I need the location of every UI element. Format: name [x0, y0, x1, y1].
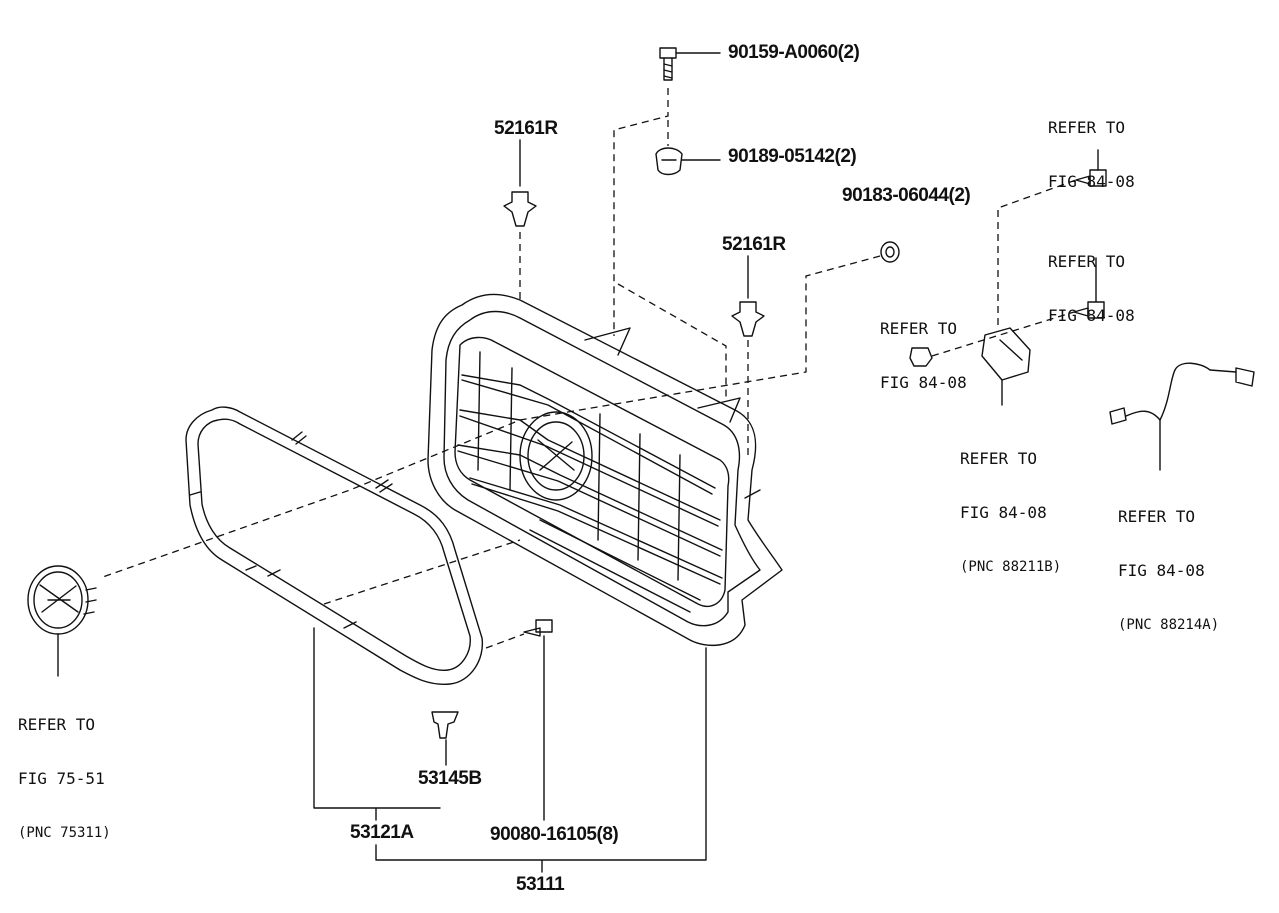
screw-90080	[523, 619, 553, 637]
sensor-bolt-upper	[1075, 149, 1107, 187]
ref-line: REFER TO	[880, 319, 958, 338]
clip-53145b	[431, 711, 459, 739]
part-label-52161r-upper[interactable]: 52161R	[490, 114, 558, 139]
ref-line: FIG 84-08	[880, 373, 967, 392]
ref-line: REFER TO	[1118, 507, 1196, 526]
grommet-90183	[880, 241, 900, 263]
ref-line: REFER TO	[1048, 252, 1126, 271]
wire-harness	[1109, 362, 1255, 471]
part-label-90159[interactable]: 90159-A0060(2)	[723, 38, 860, 63]
dash-nut-to-grille	[617, 283, 727, 400]
part-label-52161r-right[interactable]: 52161R	[718, 230, 786, 255]
part-label-53121a[interactable]: 53121A	[346, 818, 414, 843]
leader-53121a	[313, 627, 441, 821]
ref-line: REFER TO	[1048, 118, 1126, 137]
ref-note-sensor-nut[interactable]: REFER TO FIG 84-08	[880, 284, 967, 428]
ref-line: FIG 75-51	[18, 769, 105, 788]
ref-note-sensor-bolt-upper[interactable]: REFER TO FIG 84-08	[1048, 83, 1135, 227]
grille-frame	[185, 406, 484, 686]
part-label-90183[interactable]: 90183-06044(2)	[837, 181, 971, 206]
ref-line: FIG 84-08	[960, 503, 1047, 522]
dash-sensor-bolt-lower	[931, 311, 1075, 357]
dash-grommet-line	[99, 255, 881, 579]
dash-sensor-bolt-upper	[997, 179, 1077, 325]
leader-53111	[375, 647, 707, 873]
ref-line: FIG 84-08	[1118, 561, 1205, 580]
part-label-90080[interactable]: 90080-16105(8)	[485, 820, 619, 845]
clip-52161r-upper	[503, 191, 537, 227]
ref-note-sensor-bolt-lower[interactable]: REFER TO FIG 84-08	[1048, 217, 1135, 361]
part-label-53111[interactable]: 53111	[511, 870, 565, 895]
nut-90189	[655, 147, 683, 176]
sensor-nut	[909, 347, 933, 367]
dash-frame-to-grille	[323, 539, 521, 605]
ref-pnc: (PNC 88214A)	[1118, 617, 1220, 633]
radar-sensor	[981, 327, 1031, 406]
ref-note-harness[interactable]: REFER TO FIG 84-08 (PNC 88214A)	[1118, 472, 1219, 670]
ref-note-emblem[interactable]: REFER TO FIG 75-51 (PNC 75311)	[18, 680, 111, 878]
sensor-bolt-lower	[1073, 257, 1105, 319]
dash-bolt-to-grille	[613, 88, 669, 336]
clip-52161r-right	[731, 301, 765, 337]
part-label-53145b[interactable]: 53145B	[414, 764, 482, 789]
emblem	[27, 565, 97, 677]
radiator-grille	[427, 293, 783, 646]
ref-line: REFER TO	[18, 715, 96, 734]
ref-line: FIG 84-08	[1048, 306, 1135, 325]
part-label-90189[interactable]: 90189-05142(2)	[723, 142, 857, 167]
ref-pnc: (PNC 88211B)	[960, 559, 1062, 575]
ref-line: REFER TO	[960, 449, 1038, 468]
ref-note-sensor[interactable]: REFER TO FIG 84-08 (PNC 88211B)	[960, 414, 1061, 612]
ref-line: FIG 84-08	[1048, 172, 1135, 191]
dash-screw	[485, 633, 525, 649]
ref-pnc: (PNC 75311)	[18, 825, 111, 841]
bolt-90159	[659, 47, 677, 81]
